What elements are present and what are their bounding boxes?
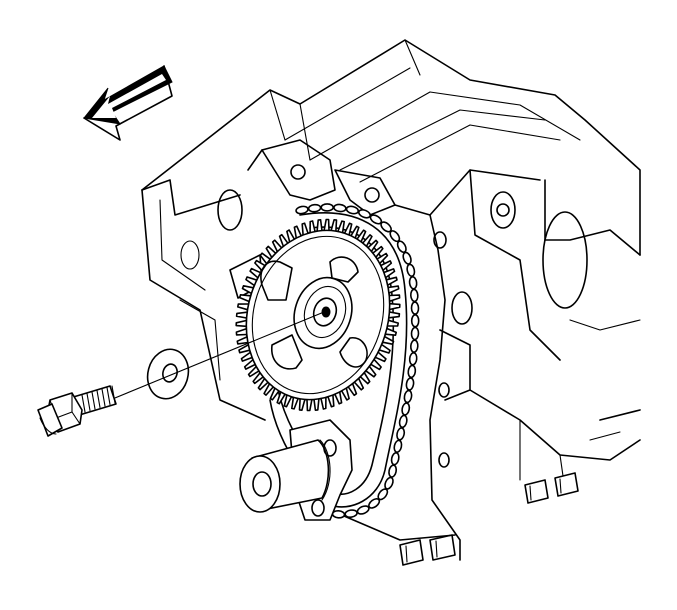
block-bolt-icon	[399, 472, 579, 566]
chain-link	[408, 352, 418, 366]
chain-link	[410, 301, 420, 315]
chain-link	[410, 326, 420, 341]
chain-link	[393, 439, 403, 454]
bolt-threads	[81, 385, 116, 413]
chain-link	[356, 505, 370, 515]
chain-link	[396, 240, 407, 254]
direction-arrow-icon	[83, 65, 173, 141]
chain-link	[401, 402, 411, 416]
chain-link	[333, 203, 347, 213]
chain-link	[390, 451, 400, 466]
chain-link	[388, 464, 398, 478]
chain-link	[405, 377, 415, 391]
chain-link	[384, 476, 394, 490]
chain-link	[344, 509, 358, 518]
timing-chain-icon	[269, 203, 420, 519]
chain-link	[320, 203, 335, 212]
washer-icon	[146, 348, 190, 400]
chain-link	[396, 427, 406, 441]
chain-link	[295, 205, 309, 215]
bolt-icon	[37, 385, 117, 437]
alignment-line	[109, 311, 325, 401]
engine-block-icon	[141, 39, 641, 566]
chain-link	[409, 339, 419, 353]
chain-link	[357, 209, 372, 219]
chain-link	[410, 314, 420, 328]
chain-link	[407, 364, 417, 379]
camshaft-position-actuator-icon	[239, 419, 353, 521]
chain-link	[307, 203, 322, 213]
chain-link	[368, 498, 381, 509]
chain-link	[408, 276, 418, 290]
chain-link	[345, 205, 360, 215]
chain-link	[398, 414, 408, 429]
chain-link	[409, 288, 419, 303]
chain-link	[403, 389, 413, 404]
chain-link	[406, 263, 416, 277]
chain-link	[402, 251, 412, 265]
